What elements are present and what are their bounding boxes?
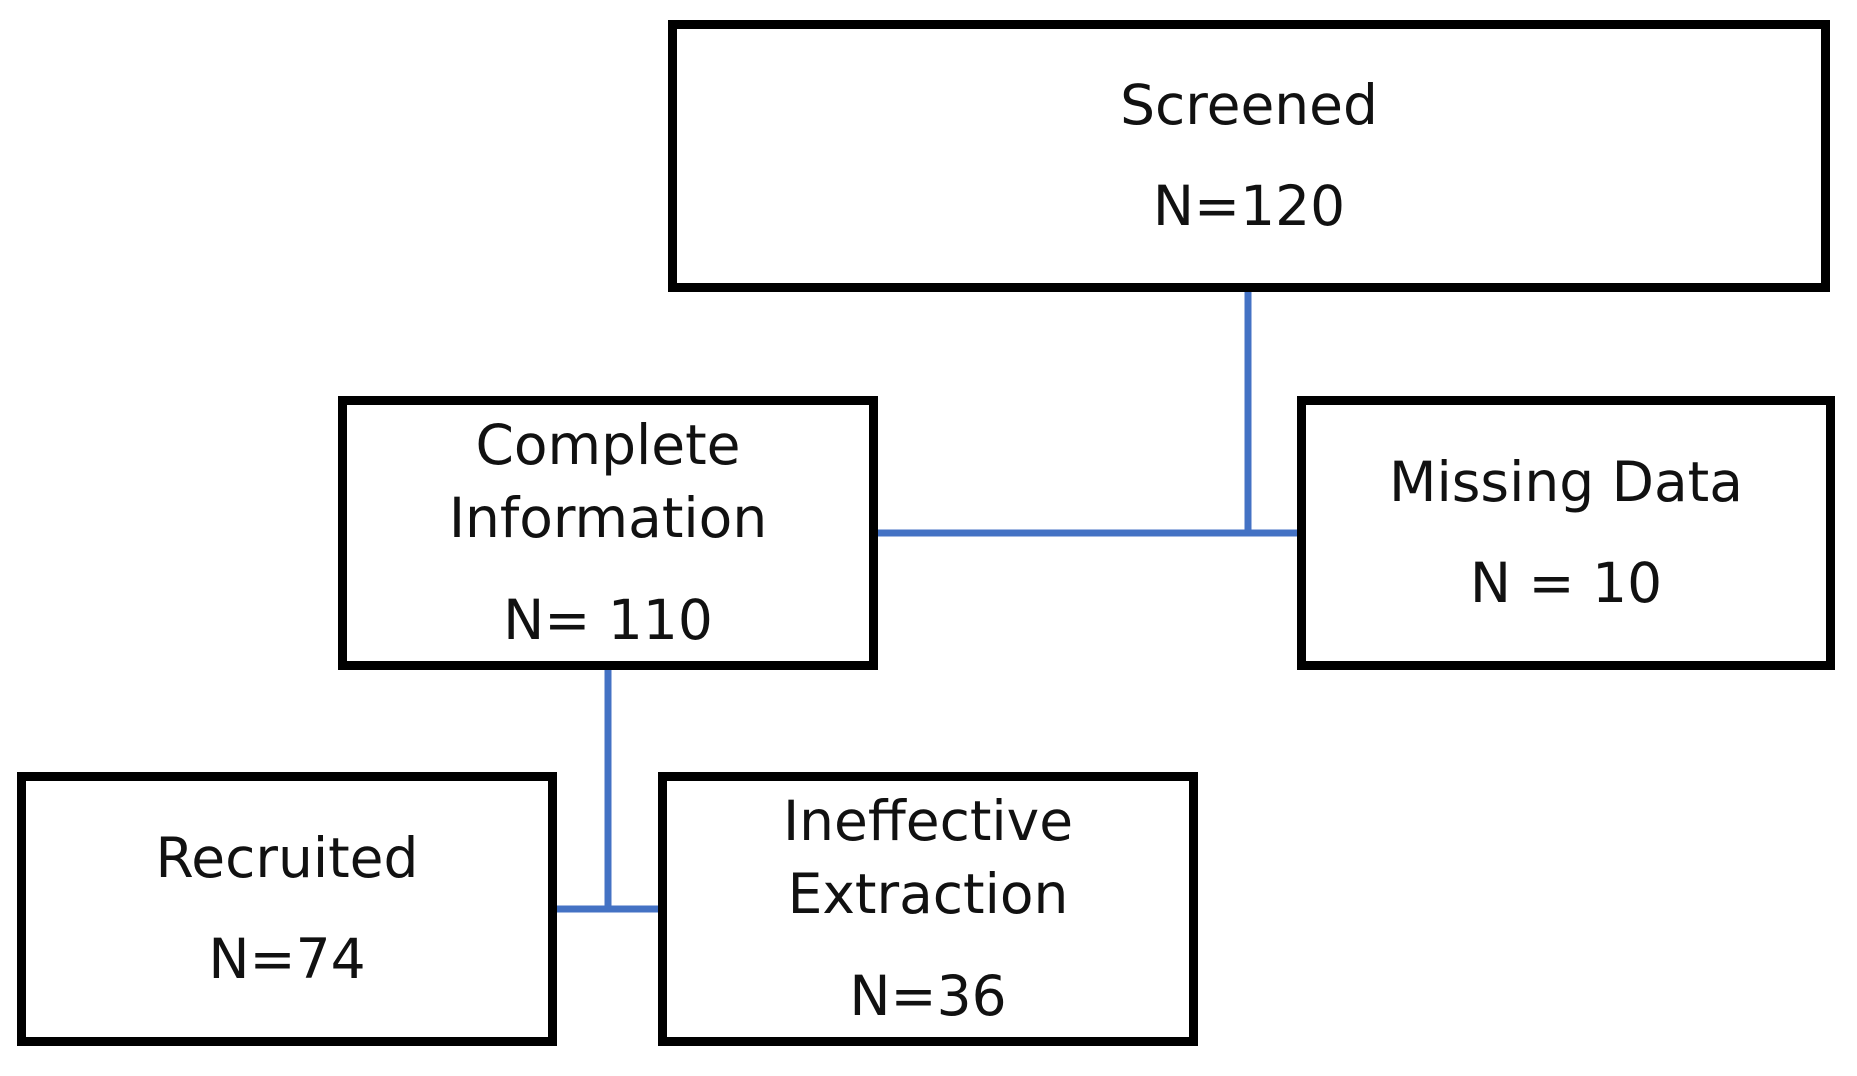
- node-ineffective-extraction: Ineffective Extraction N=36: [658, 772, 1198, 1046]
- node-missing-data-count: N = 10: [1469, 551, 1663, 615]
- node-recruited-count: N=74: [208, 927, 366, 991]
- node-recruited-label-line: Recruited: [155, 825, 419, 890]
- node-missing-data-label: Missing Data: [1389, 446, 1743, 519]
- node-complete-information-label-line-1: Complete: [475, 413, 741, 478]
- node-missing-data-label-line: Missing Data: [1389, 449, 1743, 514]
- node-screened-count: N=120: [1152, 174, 1346, 238]
- node-complete-information-count: N= 110: [503, 587, 713, 652]
- node-complete-information: Complete Information N= 110: [338, 396, 878, 670]
- node-screened: Screened N=120: [668, 20, 1830, 292]
- node-complete-information-label-line-2: Information: [448, 486, 768, 551]
- node-ineffective-extraction-count: N=36: [849, 963, 1007, 1028]
- node-complete-information-label: Complete Information: [449, 409, 767, 555]
- node-recruited: Recruited N=74: [17, 772, 557, 1046]
- node-ineffective-extraction-label-line-2: Extraction: [787, 862, 1069, 927]
- node-screened-label-line: Screened: [1120, 72, 1378, 137]
- node-ineffective-extraction-label-line-1: Ineffective: [782, 789, 1074, 854]
- node-recruited-label: Recruited: [156, 822, 419, 895]
- node-ineffective-extraction-label: Ineffective Extraction: [783, 785, 1073, 931]
- node-missing-data: Missing Data N = 10: [1297, 396, 1835, 670]
- node-screened-label: Screened: [1120, 69, 1378, 142]
